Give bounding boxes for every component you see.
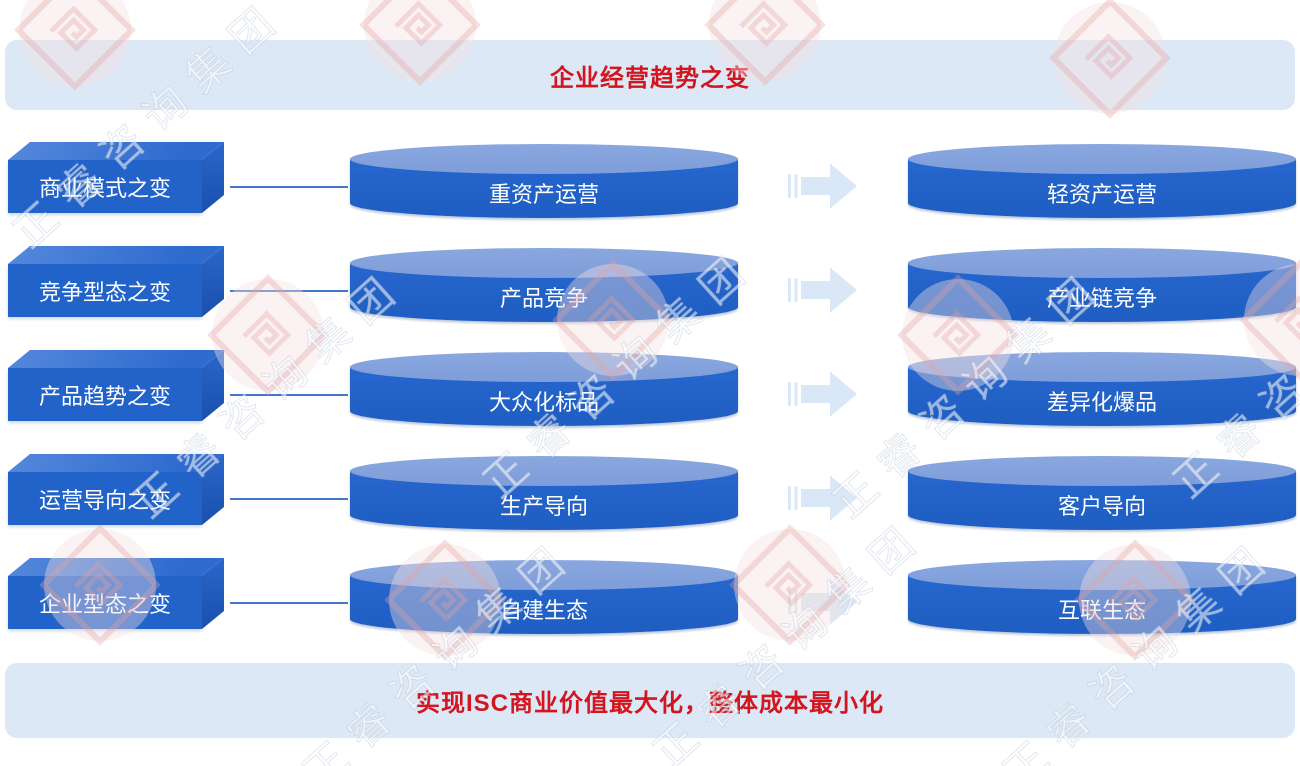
change-category-box: 竞争型态之变 — [8, 246, 224, 317]
cylinder-top — [350, 456, 738, 486]
box-front-face: 企业型态之变 — [8, 576, 202, 629]
state-after-label: 轻资产运营 — [1046, 182, 1157, 207]
box-top-face — [8, 558, 224, 576]
diagram-row: 产品趋势之变 大众化标品 差异化爆品 — [0, 350, 1300, 430]
connector-line — [230, 290, 348, 292]
change-category-label: 企业型态之变 — [38, 591, 171, 617]
arrow-right-icon — [788, 264, 858, 316]
change-category-label: 运营导向之变 — [38, 487, 171, 513]
conclusion-banner: 实现ISC商业价值最大化，整体成本最小化 — [5, 663, 1295, 738]
cylinder-top — [908, 248, 1296, 278]
change-category-box: 商业模式之变 — [8, 142, 224, 213]
state-before-cylinder: 生产导向 — [350, 456, 738, 530]
box-front-face: 商业模式之变 — [8, 160, 202, 213]
change-category-box: 运营导向之变 — [8, 454, 224, 525]
page-title-banner: 企业经营趋势之变 — [5, 40, 1295, 110]
box-top-face — [8, 246, 224, 264]
cylinder-top — [350, 248, 738, 278]
state-before-label: 大众化标品 — [488, 390, 599, 415]
cylinder-top — [350, 560, 738, 590]
box-side-face — [202, 454, 224, 525]
state-after-cylinder: 互联生态 — [908, 560, 1296, 634]
state-before-label: 产品竞争 — [499, 286, 588, 311]
state-after-label: 差异化爆品 — [1046, 390, 1157, 415]
state-after-cylinder: 差异化爆品 — [908, 352, 1296, 426]
diagram-row: 竞争型态之变 产品竞争 产业链竞争 — [0, 246, 1300, 326]
arrow-right-icon — [788, 472, 858, 524]
state-after-label: 互联生态 — [1057, 598, 1146, 623]
arrow-right-icon — [788, 576, 858, 628]
box-top-face — [8, 142, 224, 160]
change-category-label: 产品趋势之变 — [38, 383, 171, 409]
diagram-row: 商业模式之变 重资产运营 轻资产运营 — [0, 142, 1300, 222]
box-top-face — [8, 350, 224, 368]
connector-line — [230, 602, 348, 604]
cylinder-top — [350, 352, 738, 382]
page-title: 企业经营趋势之变 — [550, 64, 750, 92]
state-after-label: 客户导向 — [1057, 494, 1146, 519]
arrow-right-icon — [788, 368, 858, 420]
state-after-cylinder: 产业链竞争 — [908, 248, 1296, 322]
diagram-row: 企业型态之变 自建生态 互联生态 — [0, 558, 1300, 638]
cylinder-top — [350, 144, 738, 174]
connector-line — [230, 394, 348, 396]
cylinder-top — [908, 560, 1296, 590]
cylinder-top — [908, 144, 1296, 174]
box-front-face: 竞争型态之变 — [8, 264, 202, 317]
change-category-label: 竞争型态之变 — [38, 279, 171, 305]
box-top-face — [8, 454, 224, 472]
state-before-label: 重资产运营 — [488, 182, 599, 207]
change-category-label: 商业模式之变 — [38, 175, 171, 201]
state-before-cylinder: 产品竞争 — [350, 248, 738, 322]
state-before-cylinder: 重资产运营 — [350, 144, 738, 218]
connector-line — [230, 186, 348, 188]
state-after-cylinder: 客户导向 — [908, 456, 1296, 530]
state-before-cylinder: 大众化标品 — [350, 352, 738, 426]
state-before-label: 生产导向 — [499, 494, 588, 519]
box-side-face — [202, 558, 224, 629]
box-front-face: 产品趋势之变 — [8, 368, 202, 421]
connector-line — [230, 498, 348, 500]
change-category-box: 产品趋势之变 — [8, 350, 224, 421]
conclusion-text: 实现ISC商业价值最大化，整体成本最小化 — [415, 690, 884, 717]
change-category-box: 企业型态之变 — [8, 558, 224, 629]
cylinder-top — [908, 456, 1296, 486]
diagram-row: 运营导向之变 生产导向 客户导向 — [0, 454, 1300, 534]
cylinder-top — [908, 352, 1296, 382]
arrow-right-icon — [788, 160, 858, 212]
box-side-face — [202, 142, 224, 213]
state-after-label: 产业链竞争 — [1046, 286, 1157, 311]
state-before-cylinder: 自建生态 — [350, 560, 738, 634]
state-before-label: 自建生态 — [499, 598, 588, 623]
box-front-face: 运营导向之变 — [8, 472, 202, 525]
state-after-cylinder: 轻资产运营 — [908, 144, 1296, 218]
